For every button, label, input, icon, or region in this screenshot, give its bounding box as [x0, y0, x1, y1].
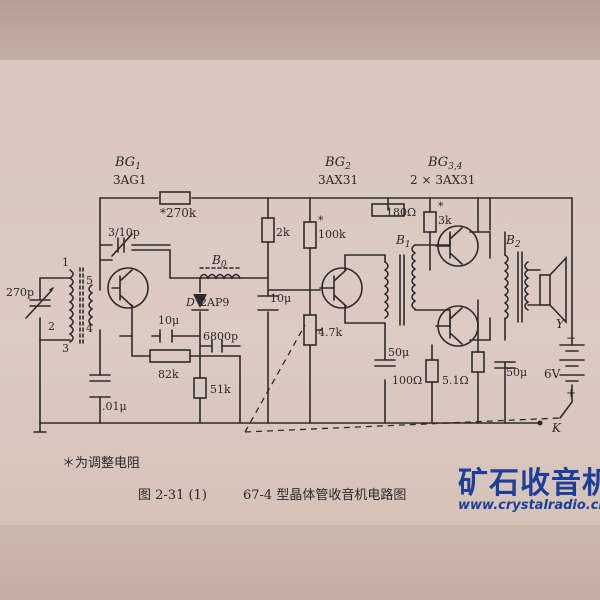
resistor-180: [371, 203, 405, 217]
label-bg2-name: BG2: [324, 155, 351, 172]
watermark-site-name: 矿石收音机: [458, 466, 600, 501]
label-r-180: 180Ω: [386, 206, 416, 219]
label-r-100k: 100k: [318, 228, 346, 241]
label-diode-d: D: [185, 296, 195, 309]
photo-background-bottom: [0, 525, 600, 600]
variable-capacitor-270p: [25, 287, 54, 319]
label-bg1-type: 3AG1: [113, 173, 147, 187]
label-c-01u: .01μ: [102, 400, 127, 413]
label-osc-pin2: 2: [48, 320, 55, 333]
resistor-51k: [193, 377, 207, 399]
label-osc-pin1: 1: [62, 256, 69, 269]
label-r-100: 100Ω: [392, 374, 422, 387]
label-r-100k-star: *: [318, 214, 324, 227]
capacitor-50u-b: [494, 361, 516, 369]
label-bat-plus: +: [566, 386, 576, 400]
transformer-b1: [383, 244, 417, 326]
capacitor-10u-a: [159, 329, 173, 343]
resistor-3k: [423, 211, 437, 233]
figure-number: 图 2-31 (1): [138, 488, 207, 503]
label-b1: B1: [395, 233, 411, 250]
resistor-2k: [261, 217, 275, 243]
transistor-bg2: [319, 267, 363, 309]
resistor-100k: [303, 221, 317, 249]
transistor-bg1: [107, 267, 149, 309]
label-diode-2ap9: 2AP9: [200, 296, 229, 309]
label-c-10u-a: 10μ: [158, 314, 179, 327]
speaker-icon: [539, 255, 567, 325]
switch-k-contact: [537, 420, 543, 426]
capacitor-6800p: [211, 339, 223, 353]
label-r-51k: 51k: [210, 383, 231, 396]
label-b0: B0: [211, 253, 227, 270]
label-r-3k-star: *: [438, 200, 444, 213]
gang-link-dashed: [244, 324, 306, 433]
label-r-82k: 82k: [158, 368, 179, 381]
label-r-3k: 3k: [438, 214, 452, 227]
label-bg34-name: BG3,4: [427, 155, 463, 172]
label-c-50u-b: 50μ: [506, 366, 527, 379]
diode-2ap9: [191, 294, 209, 311]
book-page: [0, 60, 600, 530]
label-battery: 6V: [544, 367, 561, 381]
capacitor-50u-a: [374, 359, 396, 367]
capacitor-01u: [89, 374, 111, 398]
resistor-5-1: [471, 351, 485, 373]
resistor-100: [425, 359, 439, 383]
label-r-5-1: 5.1Ω: [442, 374, 469, 387]
label-bat-minus: −: [566, 331, 576, 345]
label-c-6800p: 6800p: [203, 330, 238, 343]
label-osc-pin4: 4: [86, 322, 93, 335]
label-osc-pin5: 5: [86, 274, 93, 287]
battery-6v: [559, 344, 585, 382]
label-r-4-7k: 4.7k: [318, 326, 342, 339]
label-sw-k: K: [551, 421, 562, 435]
label-c-270p: 270p: [6, 286, 34, 299]
label-r-270k: *270k: [160, 206, 197, 220]
transistor-bg3: [435, 225, 479, 267]
transistor-bg4: [435, 305, 479, 347]
resistor-270k: [159, 191, 191, 205]
label-bg1-name: BG1: [114, 155, 141, 172]
label-r-2k: 2k: [276, 226, 290, 239]
label-c-3-10p: 3/10p: [108, 226, 140, 239]
label-bg2-type: 3AX31: [318, 173, 358, 187]
transformer-b2: [503, 251, 530, 323]
potentiometer-4-7k: [303, 314, 317, 346]
figure-title: 67-4 型晶体管收音机电路图: [243, 487, 406, 503]
ground-symbol: [33, 422, 47, 433]
resistor-82k: [149, 349, 191, 363]
note-adjust-resistor: ＊为调整电阻: [62, 456, 140, 471]
label-b2: B2: [505, 233, 521, 250]
choke-b0: [199, 267, 243, 280]
label-bg34-type: 2 × 3AX31: [410, 173, 475, 187]
photo-background-top: [0, 0, 600, 70]
oscillator-coil: [68, 267, 94, 346]
label-c-10u-b: 10μ: [270, 292, 291, 305]
trimmer-capacitor-3-10p: [111, 233, 133, 257]
watermark-url: www.crystalradio.cn: [458, 498, 600, 513]
label-osc-pin3: 3: [62, 342, 69, 355]
capacitor-10u-b: [257, 295, 279, 311]
switch-link-dashed: [244, 417, 561, 433]
label-c-50u-a: 50μ: [388, 346, 409, 359]
label-sw-y: Y: [556, 317, 565, 331]
